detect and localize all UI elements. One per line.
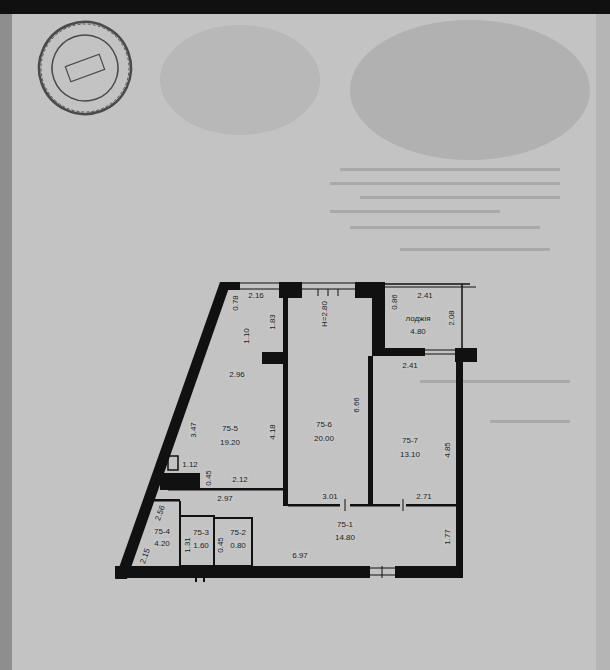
paper-edge (0, 14, 12, 670)
dimension-label: 1.10 (242, 327, 251, 345)
dimension-label: 4.85 (443, 441, 452, 459)
dimension-label: 6.66 (352, 396, 361, 414)
dimension-label: 3.47 (189, 421, 198, 439)
dimension-label: 2.97 (216, 494, 234, 503)
dimension-label: 13.10 (399, 450, 421, 459)
shadow (350, 20, 590, 160)
dimension-label: 2.16 (247, 291, 265, 300)
dimension-label: 4.20 (153, 539, 171, 548)
dimension-label: 2.56 (153, 503, 167, 523)
dimension-label: 1.83 (268, 313, 277, 331)
dimension-label: 1.60 (192, 541, 210, 550)
dimension-label: 4.80 (409, 327, 427, 336)
dimension-label: 6.97 (291, 551, 309, 560)
dimension-label: 0.78 (231, 294, 240, 312)
faded-print (330, 168, 570, 423)
dimension-label: 75-2 (229, 528, 247, 537)
top-band (0, 0, 610, 14)
dimension-label: 2.15 (138, 546, 152, 566)
dimension-label: 0.80 (229, 541, 247, 550)
dimension-label: 19.20 (219, 438, 241, 447)
dimension-label: 75-7 (401, 436, 419, 445)
dimension-label: 75-3 (192, 528, 210, 537)
dimension-label: 75-1 (336, 520, 354, 529)
dimension-label: 14.80 (334, 533, 356, 542)
dimension-label: 2.41 (416, 291, 434, 300)
dimension-label: 4.18 (268, 423, 277, 441)
shadow (160, 25, 320, 135)
dimension-label: лоджія (404, 314, 431, 323)
dimension-label: 2.96 (228, 370, 246, 379)
paper-edge (596, 14, 610, 670)
dimension-label: 75-4 (153, 527, 171, 536)
stamp (26, 9, 144, 127)
thin-lines (168, 283, 476, 582)
dimension-label: 0.45 (204, 469, 213, 487)
dimension-label: 1.31 (183, 536, 192, 554)
dimension-label: 75-6 (315, 420, 333, 429)
dimension-label: 75-5 (221, 424, 239, 433)
dimension-label: 1.12 (181, 460, 199, 469)
dimension-label: 20.00 (313, 434, 335, 443)
dimension-label: 3.01 (321, 492, 339, 501)
dimension-label: 0.45 (216, 536, 225, 554)
dimension-label: 1.77 (443, 528, 452, 546)
dimension-label: 2.41 (401, 361, 419, 370)
dimension-label: 2.71 (415, 492, 433, 501)
dimension-label: 2.08 (447, 309, 456, 327)
dimension-label: 2.12 (231, 475, 249, 484)
walls (115, 282, 477, 579)
dimension-label: 0.86 (390, 293, 399, 311)
dimension-label: H=2.80 (320, 300, 329, 328)
